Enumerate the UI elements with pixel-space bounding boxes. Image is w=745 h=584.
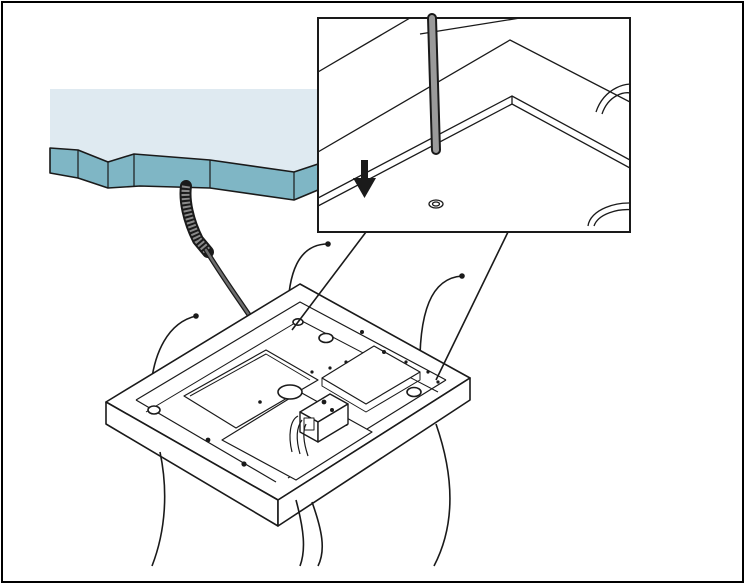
corrugated-conduit bbox=[179, 180, 214, 258]
detail-inset bbox=[317, 13, 631, 233]
suspension-wires-lower bbox=[151, 423, 451, 567]
ceiling-slab bbox=[49, 89, 319, 201]
frame-front-right bbox=[277, 377, 471, 527]
inset-cable bbox=[427, 13, 441, 155]
wire-end-dots bbox=[193, 241, 465, 319]
terminal-block bbox=[299, 393, 349, 443]
terminal-wires bbox=[289, 415, 309, 457]
arrow-down-icon bbox=[353, 160, 376, 198]
mounting-frame bbox=[105, 283, 471, 527]
callout-leaders bbox=[291, 231, 509, 381]
